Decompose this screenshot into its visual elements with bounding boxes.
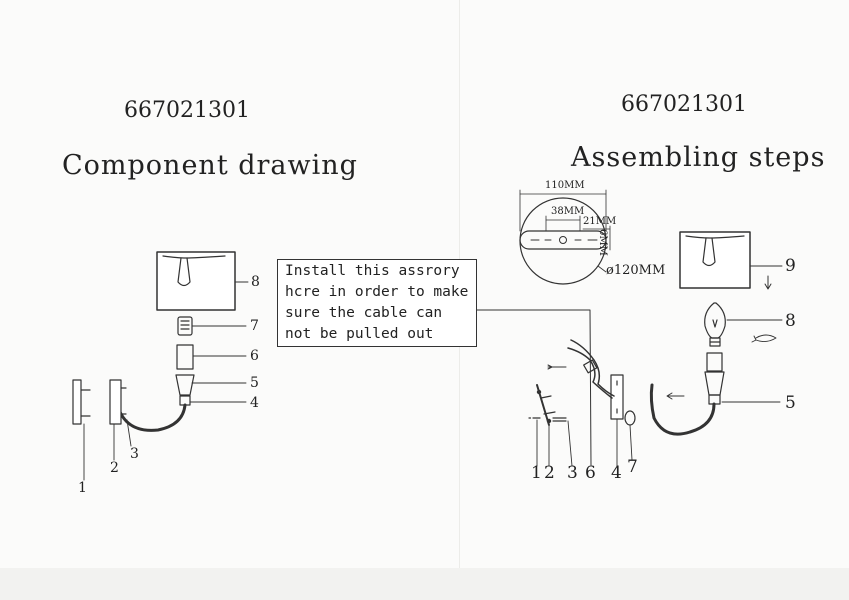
dim-slot-length: 21MM xyxy=(583,216,617,227)
step-label-3: 3 xyxy=(567,463,578,483)
candle-cup-shape xyxy=(175,374,195,396)
socket-sleeve-shape xyxy=(176,344,194,370)
step-label-5: 5 xyxy=(785,393,796,413)
part-label-2: 2 xyxy=(110,460,119,476)
bracket-parts-shape xyxy=(528,384,567,426)
callout-line-1: Install this assrory xyxy=(285,263,460,279)
installation-callout: Install this assrory hcre in order to ma… xyxy=(277,259,477,347)
part-label-5: 5 xyxy=(250,375,259,391)
part-label-8: 8 xyxy=(251,274,260,290)
bulb-holder-shape xyxy=(177,316,193,336)
step-label-9: 9 xyxy=(785,256,796,276)
part-label-6: 6 xyxy=(250,348,259,364)
callout-line-4: not be pulled out xyxy=(285,326,434,342)
lamp-body-shape xyxy=(649,352,725,436)
part-label-4: 4 xyxy=(250,395,259,411)
dim-slot-height: 6MM xyxy=(597,229,608,256)
callout-line-2: hcre in order to make xyxy=(285,284,469,300)
step-label-1: 1 xyxy=(531,463,542,483)
part-label-7: 7 xyxy=(250,318,259,334)
plate-dimension-drawing xyxy=(519,189,611,285)
step-label-4: 4 xyxy=(611,463,622,483)
bulb-shape xyxy=(704,302,726,347)
curved-arm-shape xyxy=(118,403,187,432)
step-label-7: 7 xyxy=(627,457,638,477)
cable-shape xyxy=(547,339,615,399)
dim-total-width: 110MM xyxy=(545,180,585,191)
step-label-2: 2 xyxy=(544,463,555,483)
backplate-shape xyxy=(109,379,127,425)
washer-shape xyxy=(624,410,636,426)
callout-line-3: sure the cable can xyxy=(285,305,443,321)
wall-plate-shape xyxy=(610,374,624,420)
right-model-number: 667021301 xyxy=(621,92,747,117)
part-label-3: 3 xyxy=(130,446,139,462)
right-title: Assembling steps xyxy=(571,142,826,173)
mounting-bracket-shape xyxy=(72,379,91,425)
step-label-6: 6 xyxy=(585,463,596,483)
left-title: Component drawing xyxy=(62,150,358,181)
left-model-number: 667021301 xyxy=(124,98,250,123)
dim-hole-spacing: 38MM xyxy=(551,206,585,217)
lampshade-shape xyxy=(156,251,236,311)
step-label-8: 8 xyxy=(785,311,796,331)
part-label-1: 1 xyxy=(78,480,87,496)
lampshade-shape-right xyxy=(679,231,751,289)
scan-bottom-band xyxy=(0,568,849,600)
dim-plate-diameter: ø120MM xyxy=(606,263,666,278)
